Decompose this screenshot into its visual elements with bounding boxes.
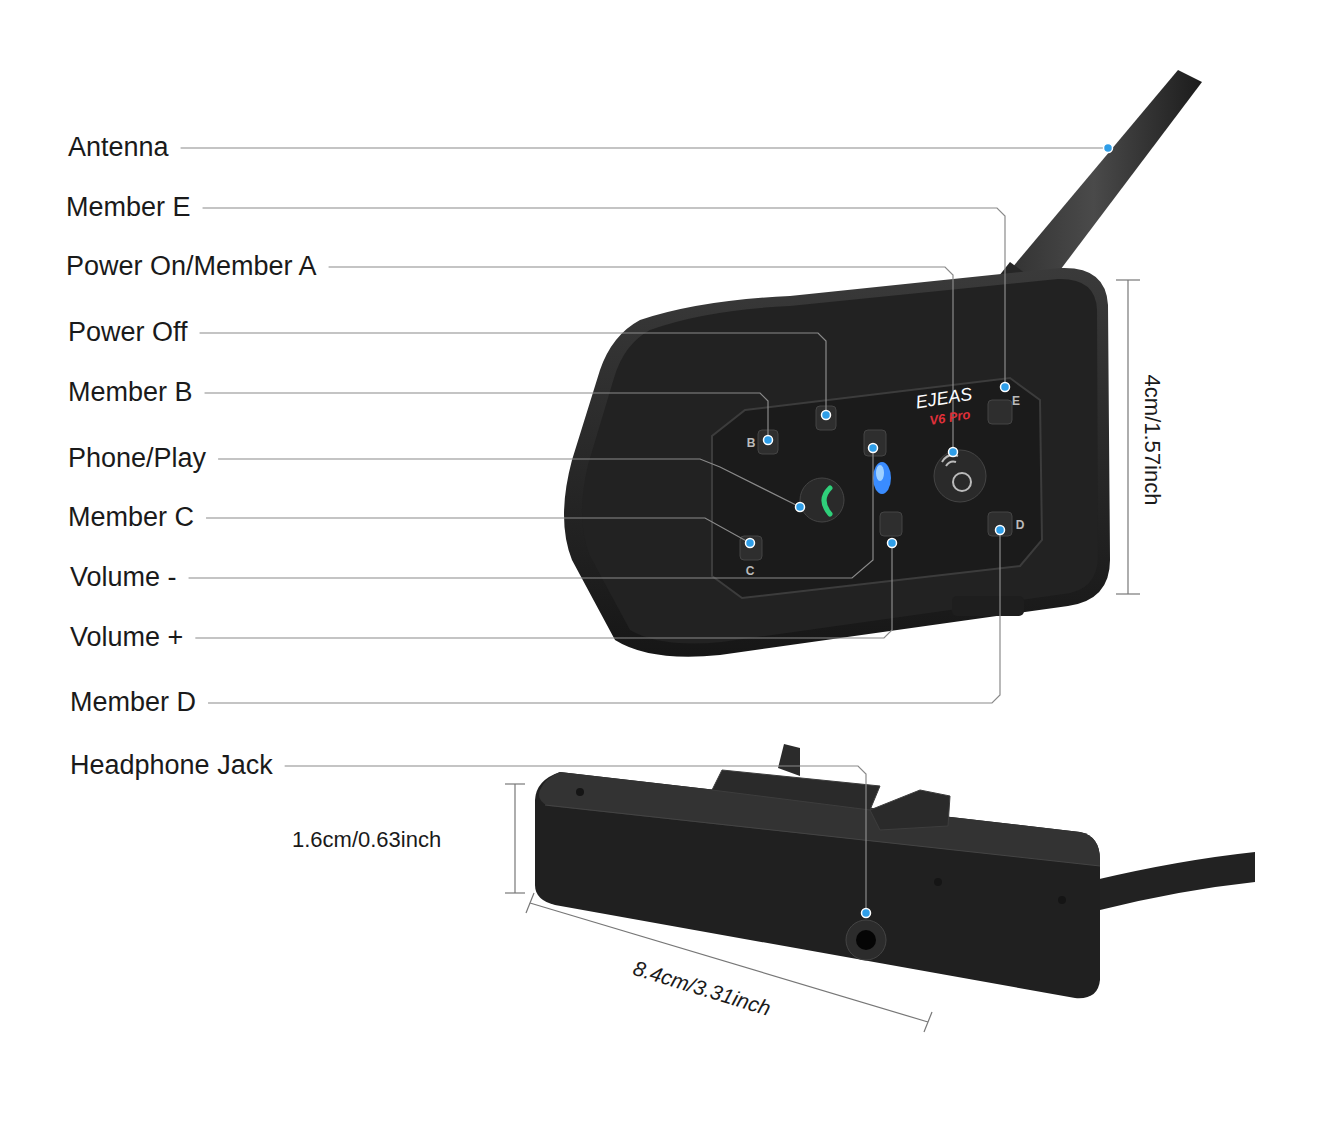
button-letter: C bbox=[746, 565, 755, 578]
leader-line bbox=[218, 459, 800, 507]
base-unit-edge bbox=[545, 805, 1100, 866]
screw bbox=[1058, 896, 1066, 904]
leader-dot bbox=[888, 539, 897, 548]
clip-tab bbox=[778, 744, 800, 776]
button-letter: E bbox=[1012, 395, 1020, 408]
part-label: Volume + bbox=[70, 623, 183, 653]
leader-line bbox=[200, 333, 826, 415]
button-letter: D bbox=[1016, 519, 1025, 532]
part-label: Member E bbox=[66, 193, 191, 223]
housing-face bbox=[582, 279, 1098, 644]
headphone-jack bbox=[846, 920, 886, 960]
housing-foot bbox=[952, 596, 1024, 616]
leader-dot bbox=[869, 444, 878, 453]
leader-line bbox=[208, 530, 1000, 703]
led bbox=[873, 462, 891, 494]
dimension-label: 8.4cm/3.31inch bbox=[631, 956, 774, 1020]
leader-dot bbox=[822, 411, 831, 420]
button bbox=[864, 430, 886, 456]
part-label: Headphone Jack bbox=[70, 751, 273, 781]
part-label: Phone/Play bbox=[68, 444, 206, 474]
leader-line bbox=[206, 518, 750, 543]
model-text: V6 Pro bbox=[929, 408, 972, 429]
leader-line bbox=[195, 543, 892, 638]
headphone-jack-hole bbox=[856, 930, 876, 950]
button-letter: B bbox=[747, 437, 756, 450]
leader-dot bbox=[862, 909, 871, 918]
leader-dot bbox=[746, 539, 755, 548]
clip-mount bbox=[712, 770, 880, 810]
phone-icon bbox=[824, 488, 830, 514]
leader-line bbox=[181, 147, 1108, 148]
part-label: Member B bbox=[68, 378, 193, 408]
phone-button bbox=[800, 478, 844, 522]
leader-line bbox=[189, 448, 873, 578]
leader-line bbox=[205, 393, 768, 440]
part-label: Antenna bbox=[68, 133, 169, 163]
leader-dot bbox=[796, 503, 805, 512]
leader-dot bbox=[1104, 144, 1113, 153]
clip-mount bbox=[870, 790, 950, 830]
part-label: Volume - bbox=[70, 563, 177, 593]
screw bbox=[576, 788, 584, 796]
dimension-label: 1.6cm/0.63inch bbox=[292, 828, 441, 852]
part-label: Member D bbox=[70, 688, 196, 718]
leader-line bbox=[285, 766, 866, 913]
base-unit bbox=[535, 772, 1100, 998]
screw bbox=[934, 878, 942, 886]
intercom-button bbox=[934, 450, 986, 502]
led-glint bbox=[876, 465, 884, 481]
cable bbox=[1095, 852, 1255, 910]
button bbox=[880, 512, 902, 536]
leader-line bbox=[203, 208, 1005, 387]
leader-dot bbox=[764, 436, 773, 445]
leader-dot bbox=[949, 448, 958, 457]
leader-line bbox=[329, 267, 953, 452]
part-label: Member C bbox=[68, 503, 194, 533]
button bbox=[988, 512, 1012, 536]
button bbox=[988, 400, 1012, 424]
leader-dot bbox=[996, 526, 1005, 535]
part-label: Power On/Member A bbox=[66, 252, 317, 282]
intercom-icon bbox=[953, 473, 971, 491]
leader-dot bbox=[1001, 383, 1010, 392]
part-label: Power Off bbox=[68, 318, 188, 348]
housing bbox=[564, 268, 1110, 657]
dimension-label: 4cm/1.57inch bbox=[1140, 375, 1164, 506]
